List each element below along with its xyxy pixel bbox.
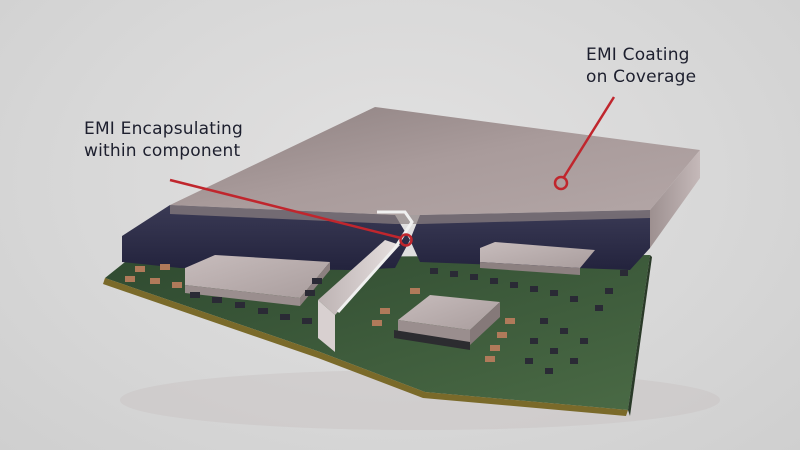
label-line-2: on Coverage xyxy=(586,67,697,87)
shielding-wall xyxy=(318,210,414,352)
chip-center xyxy=(394,295,500,350)
callout-line xyxy=(169,178,402,240)
label-line-2: within component xyxy=(84,141,241,161)
label-emi-encapsulating: EMI Encapsulating within component xyxy=(84,118,243,162)
label-line-1: EMI Encapsulating xyxy=(84,119,244,139)
callout-line xyxy=(562,96,616,178)
smd-components-left xyxy=(125,264,322,324)
callout-coating xyxy=(553,96,616,191)
emi-coating-surface xyxy=(170,107,700,215)
callout-encapsulating xyxy=(169,178,413,247)
callout-marker-circle xyxy=(553,175,569,191)
callout-marker-circle xyxy=(399,233,413,247)
molded-cover xyxy=(122,107,700,270)
chip-right xyxy=(480,242,595,275)
smd-components-right xyxy=(372,268,628,374)
label-line-1: EMI Coating xyxy=(586,45,690,65)
label-emi-coating: EMI Coating on Coverage xyxy=(586,44,696,88)
